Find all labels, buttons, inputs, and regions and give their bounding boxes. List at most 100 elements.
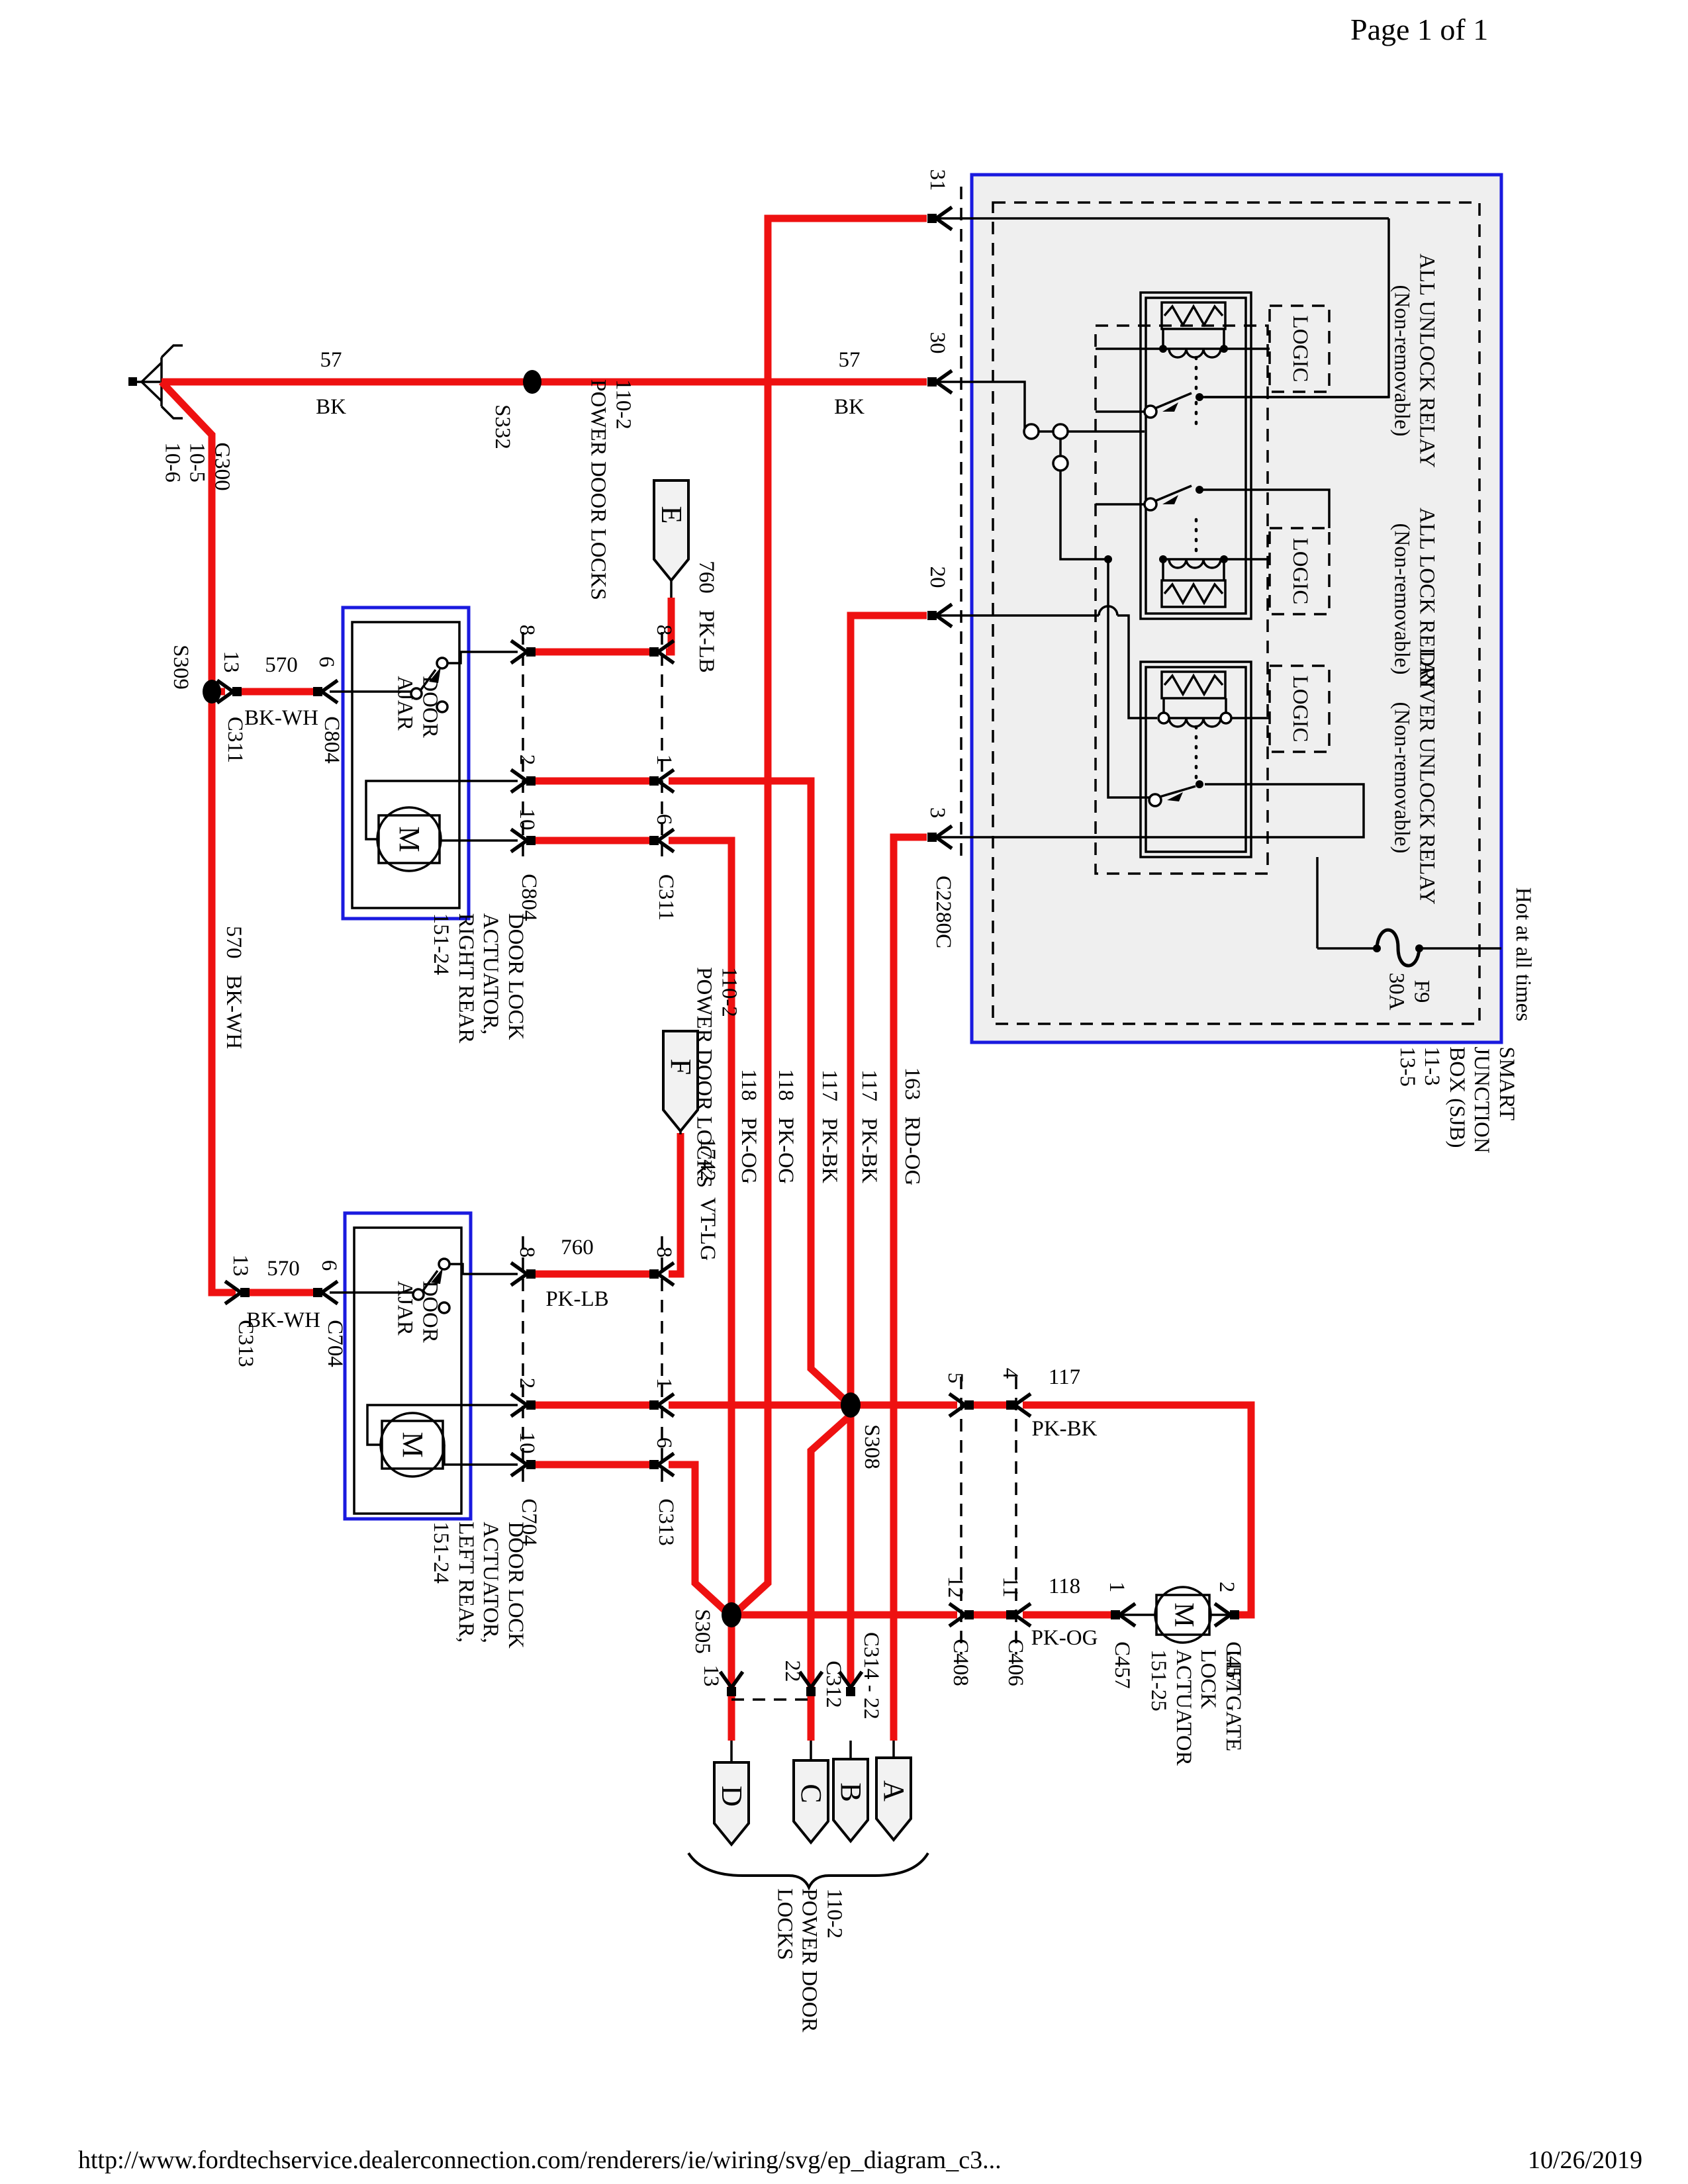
inline-connectors-e-f (653, 479, 699, 1134)
pin-8a-lr: 8 (514, 1246, 539, 1258)
pin-4: 4 (998, 1367, 1022, 1379)
pin-13-c312: 13 (698, 1664, 723, 1687)
pin-8b-lr: 8 (651, 1246, 676, 1258)
conn-a-letter: A (878, 1780, 911, 1801)
footer-date: 10/26/2019 (1528, 2146, 1643, 2174)
conn-c406: C406 (1003, 1639, 1027, 1686)
pin-8b-rr: 8 (651, 624, 676, 636)
pin-1-rr: 1 (651, 754, 676, 766)
wire-570-num-lr: 570 (267, 1257, 300, 1281)
conn-c314-22: C314 - 22 (859, 1632, 883, 1719)
conn-c313-label: C313 (653, 1498, 678, 1546)
conn-c311-left: C311 (222, 716, 247, 764)
relay-module-unlock-lock (1096, 291, 1389, 620)
wire-57-color-right: BK (834, 395, 865, 420)
pin-6-c804: 6 (314, 656, 338, 668)
sjb-pin-30: 30 (925, 332, 949, 354)
splice-s309: S309 (168, 645, 193, 690)
footer-url: http://www.fordtechservice.dealerconnect… (78, 2146, 1002, 2174)
wire-163-rdog-v5: 163 RD-OG (900, 1067, 924, 1186)
motor-liftgate: M (1168, 1602, 1199, 1627)
pin-2-rr: 2 (514, 754, 539, 766)
conn-e-letter: E (655, 506, 688, 524)
conn-d-letter: D (716, 1786, 749, 1807)
wire-1742-vtlg: 1742 VT-LG (695, 1137, 720, 1261)
splice-s305: S305 (690, 1609, 714, 1654)
logic-2: LOGIC (1288, 537, 1312, 605)
wire-570-color-rr: BK-WH (244, 706, 318, 731)
wire-118-color: PK-OG (1031, 1626, 1098, 1651)
sjb-pin-3: 3 (925, 807, 949, 819)
conn-c-letter: C (795, 1784, 828, 1803)
pin-6-c704: 6 (316, 1259, 341, 1271)
wire-118-pkog-v1: 118 PK-OG (736, 1069, 761, 1184)
door-lock-actuator-right-rear (330, 606, 663, 921)
wire-117-pkbk-v3: 117 PK-BK (817, 1069, 841, 1184)
logic-3: LOGIC (1288, 675, 1312, 743)
fuse-f9: F9 30A (1385, 972, 1434, 1011)
pin-1-lr: 1 (651, 1377, 676, 1389)
pin-6b-lr: 6 (651, 1437, 676, 1449)
wire-118-num: 118 (1048, 1574, 1081, 1599)
pin-8a-rr: 8 (514, 624, 539, 636)
wire-117-color: PK-BK (1031, 1417, 1098, 1441)
splice-s332: S332 (490, 404, 514, 449)
conn-c704-left: C704 (322, 1320, 347, 1367)
bottom-ref: 110-2 POWER DOOR LOCKS (773, 1888, 847, 2032)
wire-570-color-lr: BK-WH (246, 1308, 320, 1333)
hot-at-all-times: Hot at all times (1511, 887, 1535, 1022)
wire-57-num-left: 57 (320, 348, 342, 373)
conn-c2280c: C2280C (931, 875, 955, 949)
pin-10-lr: 10 (514, 1432, 539, 1454)
sjb-pin-20: 20 (925, 566, 949, 588)
logic-1: LOGIC (1288, 315, 1312, 383)
pin-6b-rr: 6 (651, 813, 676, 825)
red-wires (159, 214, 1255, 1741)
wire-760-color-lr: PK-LB (545, 1287, 609, 1312)
wire-118-pkog-v2: 118 PK-OG (773, 1069, 798, 1184)
page-header: Page 1 of 1 (1350, 13, 1489, 46)
actuator-liftgate: LIFTGATE LOCK ACTUATOR 151-25 (1147, 1649, 1246, 1766)
conn-c804-left: C804 (319, 716, 344, 764)
splice-s308: S308 (859, 1424, 884, 1469)
door-ajar-rr: DOOR AJAR (393, 676, 442, 738)
liftgate-lock-actuator (960, 1377, 1229, 1655)
pin-10-rr: 10 (514, 808, 539, 831)
sjb-pin-31: 31 (925, 169, 949, 191)
pin-22-c312: 22 (780, 1660, 804, 1682)
pin-11: 11 (998, 1576, 1022, 1598)
wire-117-pkbk-v4: 117 PK-BK (857, 1069, 881, 1184)
pin-2-lr: 2 (514, 1377, 539, 1389)
ground-symbol (128, 344, 183, 420)
sjb-name: SMART JUNCTION BOX (SJB) 11-3 13-5 (1395, 1046, 1519, 1154)
actuator-rr: DOOR LOCK ACTUATOR, RIGHT REAR 151-24 (429, 913, 528, 1044)
fuse-f9-symbol (1316, 857, 1501, 968)
pin-5: 5 (943, 1372, 967, 1384)
pin-12: 12 (943, 1576, 967, 1598)
conn-b-letter: B (835, 1782, 868, 1802)
wire-570-bkwh-vert: 570 BK-WH (221, 925, 246, 1050)
pin-1-c457: 1 (1104, 1581, 1129, 1593)
pin-2-c457: 2 (1214, 1581, 1239, 1593)
wire-570-num-rr: 570 (265, 653, 298, 678)
splice-dots (203, 370, 861, 1627)
wire-760-pklb-e: 760 PK-LB (694, 561, 718, 673)
conn-f-letter: F (665, 1058, 698, 1075)
conn-c312: C312 (821, 1661, 845, 1708)
motor-lr: M (397, 1432, 430, 1458)
relay-module-driver-unlock (1139, 660, 1270, 858)
conn-c457-left: C457 (1109, 1641, 1134, 1689)
conn-c408: C408 (948, 1639, 972, 1686)
wire-57-color-left: BK (316, 395, 346, 420)
wire-57-num-right: 57 (838, 348, 861, 373)
actuator-lr: DOOR LOCK ACTUATOR, LEFT REAR, 151-24 (429, 1522, 528, 1649)
relay-all-unlock: ALL UNLOCK RELAY (Non-removable) (1390, 253, 1439, 468)
pin-13-c311: 13 (218, 651, 243, 673)
bottom-connectors (687, 1698, 929, 1891)
pin-13-c313: 13 (228, 1254, 252, 1277)
motor-rr: M (393, 826, 426, 852)
relay-driver-unlock: DRIVER UNLOCK RELAY (Non-removable) (1390, 651, 1439, 905)
door-ajar-lr: DOOR AJAR (393, 1281, 442, 1343)
